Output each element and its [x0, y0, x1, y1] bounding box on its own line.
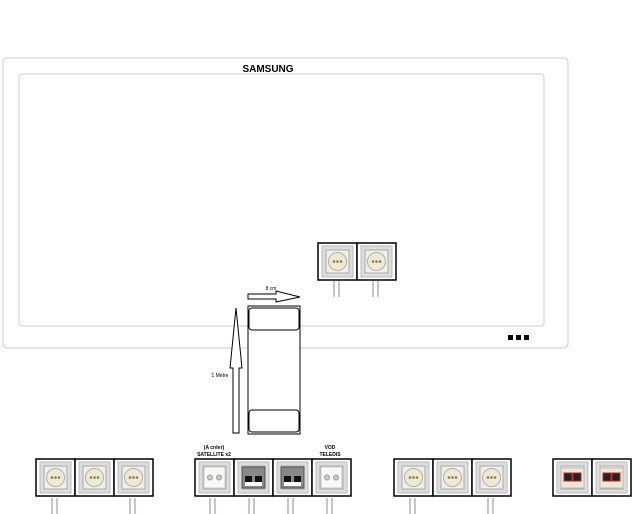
bottom-socket-group-left — [36, 459, 153, 514]
cable-icon — [129, 497, 136, 514]
speaker-socket-group — [553, 459, 631, 496]
cable-icon — [326, 497, 333, 514]
power-socket-icon — [433, 459, 472, 496]
vod-label-line1: VOD — [325, 445, 336, 451]
satellite-label-line1: (A créer) — [204, 445, 225, 451]
ellipsis-icon — [508, 335, 529, 340]
cable-icon — [209, 497, 216, 514]
width-label: 8 cm — [266, 286, 277, 292]
tv-brand: SAMSUNG — [242, 64, 293, 75]
height-label: 1 Mètre — [212, 373, 229, 379]
power-socket-icon — [75, 459, 114, 496]
power-socket-icon — [357, 243, 396, 280]
cable-icon — [287, 497, 294, 514]
bottom-media-group: (A créer) SATELLITE x2 VOD TELEDIS — [195, 445, 351, 514]
cable-icon — [248, 497, 255, 514]
cable-icon — [409, 497, 416, 514]
power-socket-icon — [394, 459, 433, 496]
ethernet-socket-icon — [273, 459, 312, 496]
speaker-socket-icon — [553, 459, 592, 496]
cable-icon — [487, 497, 494, 514]
cable-icon — [51, 497, 58, 514]
power-socket-icon — [36, 459, 75, 496]
bottom-socket-group-right — [394, 459, 511, 514]
coax-socket-icon — [195, 459, 234, 496]
satellite-label-line2: SATELLITE x2 — [197, 452, 231, 458]
height-dimension: 1 Mètre — [212, 307, 243, 434]
media-column — [247, 305, 301, 435]
vod-label-line2: TELEDIS — [319, 452, 341, 458]
power-socket-icon — [318, 243, 357, 280]
power-socket-icon — [114, 459, 153, 496]
power-socket-icon — [472, 459, 511, 496]
tv-screen: SAMSUNG — [2, 57, 569, 349]
coax-socket-icon — [312, 459, 351, 496]
width-dimension: 8 cm — [247, 286, 301, 303]
speaker-socket-icon — [592, 459, 631, 496]
ethernet-socket-icon — [234, 459, 273, 496]
